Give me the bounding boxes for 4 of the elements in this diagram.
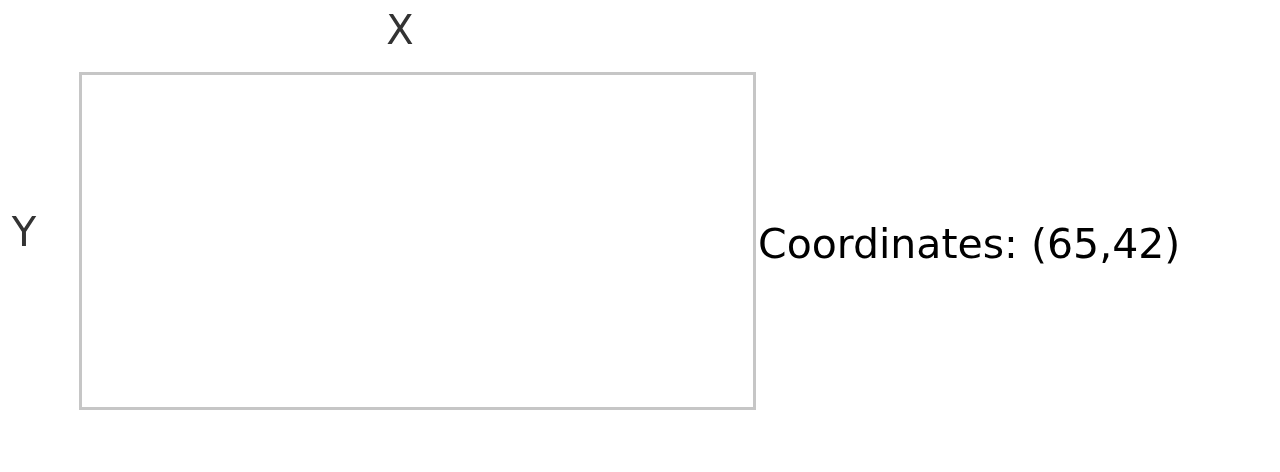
rectangle-box: [79, 72, 756, 410]
axis-label: Y: [11, 212, 37, 253]
axis-label: X: [386, 10, 414, 50]
coordinates-readout: Coordinates: (65,42): [758, 223, 1181, 265]
